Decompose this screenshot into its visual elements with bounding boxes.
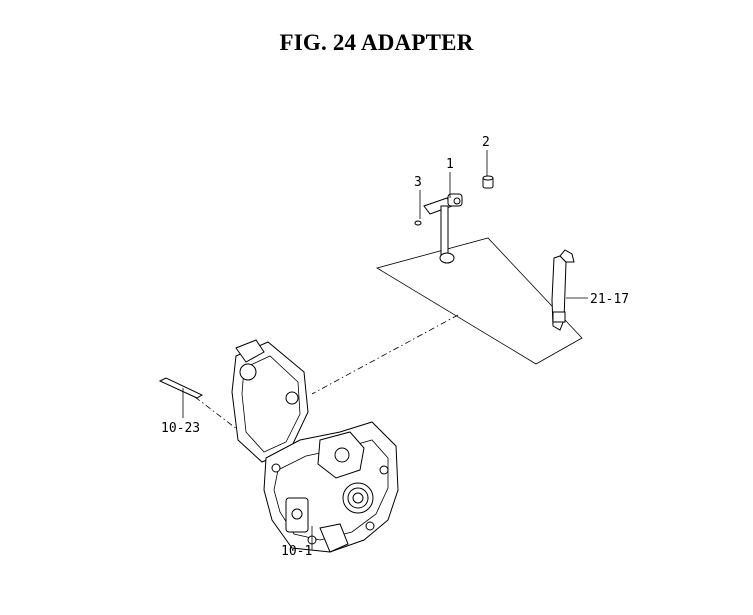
callout-2: 2 [482,135,490,150]
shift-fork-part [551,249,575,331]
callout-10-23: 10-23 [161,421,200,436]
pin-part [414,220,422,226]
rod-part [158,377,204,399]
rod-alignment-line [194,396,247,437]
detail-panel-outline [375,237,583,365]
callout-21-17: 21-17 [590,292,629,307]
figure-title: FIG. 24 ADAPTER [279,30,474,55]
plug-part [482,175,494,189]
housing-assembly-part [231,339,399,553]
callout-1: 1 [446,157,454,172]
lever-shaft-part [423,193,463,264]
callout-10-1: 10-1 [281,544,312,559]
callout-3: 3 [414,175,422,190]
panel-connector-line [311,314,459,395]
